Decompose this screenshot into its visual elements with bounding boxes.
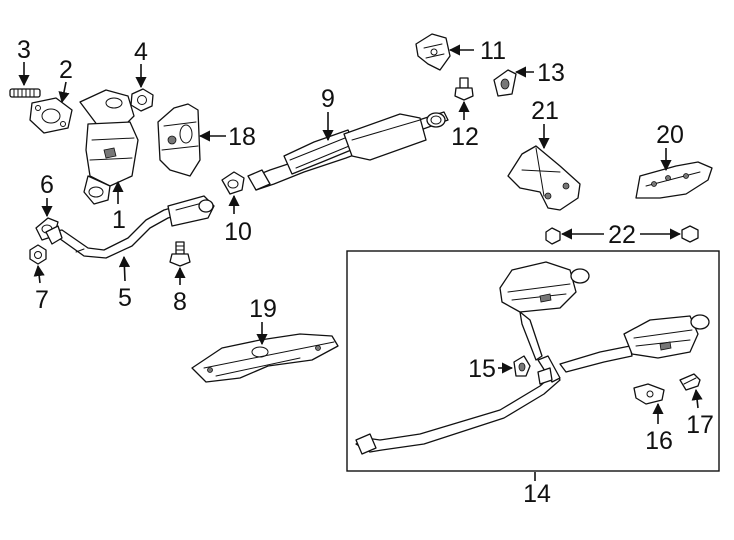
nut-part-22-left xyxy=(545,227,561,245)
callout-15: 15 xyxy=(468,355,496,383)
callout-18: 18 xyxy=(228,123,256,151)
nut-part-7 xyxy=(29,244,47,265)
bracket-part-21 xyxy=(507,145,581,211)
callout-17: 17 xyxy=(686,411,714,439)
callout-19: 19 xyxy=(249,295,277,323)
bolt-part-12 xyxy=(454,77,474,101)
callout-13: 13 xyxy=(537,59,565,87)
callout-20: 20 xyxy=(656,121,684,149)
hanger-part-13 xyxy=(493,69,517,97)
gasket-part-2 xyxy=(29,97,73,134)
heat-shield-part-19 xyxy=(191,333,339,383)
callout-5: 5 xyxy=(118,284,132,312)
bolt-part-17 xyxy=(679,373,701,391)
heat-shield-part-18 xyxy=(157,103,201,177)
leader-lines xyxy=(18,44,703,481)
callout-9: 9 xyxy=(321,85,335,113)
callout-2: 2 xyxy=(59,56,73,84)
callout-22: 22 xyxy=(608,221,636,249)
stud-part-3 xyxy=(9,88,41,98)
callout-21: 21 xyxy=(531,97,559,125)
callout-16: 16 xyxy=(645,427,673,455)
callout-3: 3 xyxy=(17,36,31,64)
nut-part-4 xyxy=(130,88,154,112)
callout-4: 4 xyxy=(134,38,148,66)
leader-2 xyxy=(58,81,70,104)
bracket-part-11 xyxy=(415,33,451,71)
leader-5 xyxy=(118,255,131,282)
callout-14: 14 xyxy=(523,480,551,508)
callout-7: 7 xyxy=(35,286,49,314)
hanger-part-15 xyxy=(513,355,531,377)
callout-8: 8 xyxy=(173,288,187,316)
leader-7 xyxy=(33,264,45,284)
callout-6: 6 xyxy=(40,171,54,199)
catalytic-converter-part-1 xyxy=(79,89,139,205)
callout-1: 1 xyxy=(112,206,126,234)
callout-12: 12 xyxy=(451,123,479,151)
heat-shield-part-20 xyxy=(635,161,713,199)
bolt-part-8 xyxy=(169,241,191,267)
intermediate-pipe-part-9 xyxy=(247,111,449,191)
rear-exhaust-assembly-part-14 xyxy=(355,261,710,455)
leader-17 xyxy=(691,388,703,409)
callout-10: 10 xyxy=(224,218,252,246)
front-pipe-part-5 xyxy=(45,195,215,259)
nut-part-22-right xyxy=(681,225,699,243)
rear-exhaust-assembly-box xyxy=(346,250,720,472)
clamp-part-16 xyxy=(633,383,665,405)
callout-11: 11 xyxy=(480,37,506,65)
callout-numbers: 3 2 4 1 18 6 7 5 8 10 9 11 12 13 21 20 2… xyxy=(17,36,714,508)
gasket-part-10 xyxy=(221,171,245,195)
